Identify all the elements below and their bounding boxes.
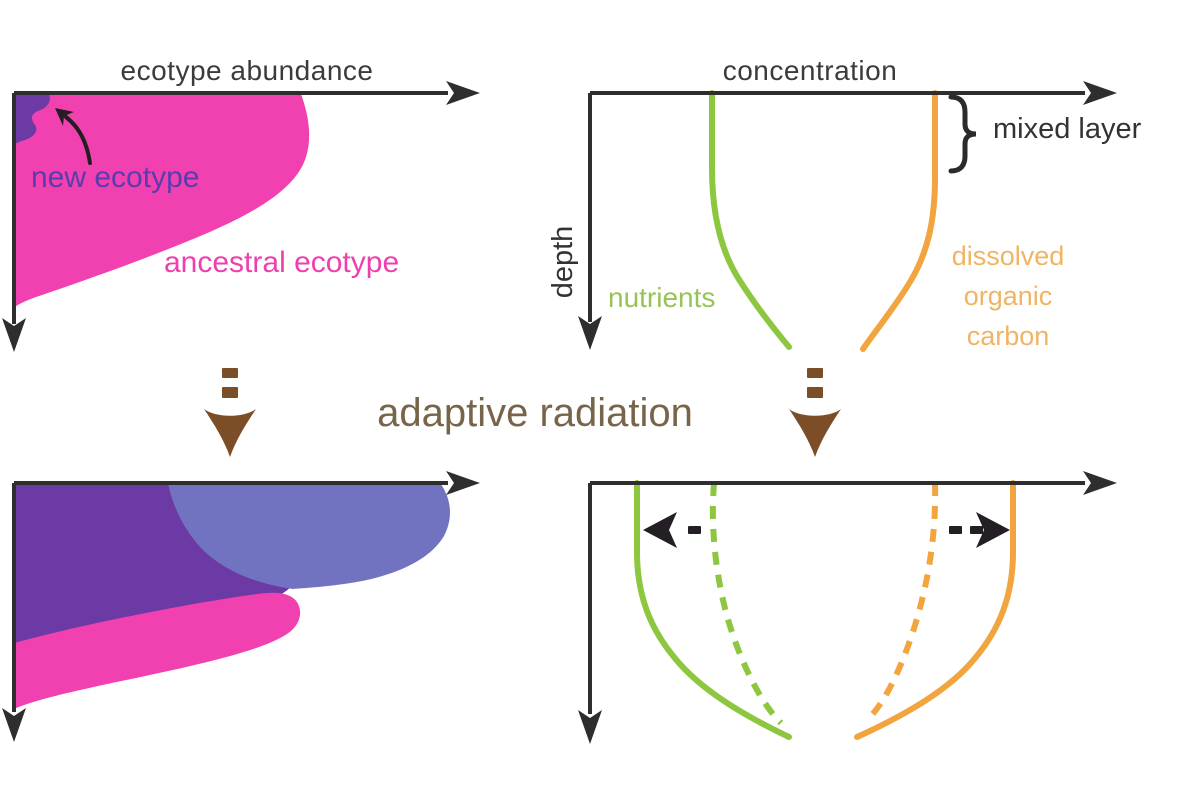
nutrients-label: nutrients (608, 282, 716, 313)
bottom-left-x-arrowhead (446, 471, 480, 495)
nutrients-curve-shifted (634, 480, 792, 740)
doc-label-line2: organic (963, 281, 1053, 311)
doc-curve (860, 90, 938, 352)
mixed-layer-label: mixed layer (993, 113, 1142, 145)
top-left-x-arrowhead (446, 81, 480, 105)
bottom-left-y-arrowhead (2, 708, 26, 742)
adaptive-radiation-arrow-right (789, 368, 841, 457)
bottom-right-x-arrowhead (1083, 471, 1117, 495)
top-right-x-axis-label: concentration (722, 55, 898, 86)
mixed-layer-brace (948, 94, 977, 174)
new-ecotype-blob-top (14, 94, 50, 144)
top-left-y-arrowhead (2, 318, 26, 352)
nutrients-curve (709, 90, 792, 350)
dissolved-organic-carbon-label: dissolved organic carbon (928, 236, 1088, 356)
new-ecotype-pointer-arrow (64, 115, 92, 165)
doc-curve-original-dashed (865, 482, 939, 722)
new-ecotype-pointer-arrowhead (55, 108, 74, 126)
adaptive-radiation-label: adaptive radiation (377, 391, 693, 435)
top-right-y-arrowhead (578, 316, 602, 350)
doc-label-line1: dissolved (951, 241, 1065, 271)
doc-shift-arrow-right (949, 512, 1010, 548)
depth-axis-label: depth (547, 225, 579, 299)
new-ecotype-label: new ecotype (31, 161, 200, 194)
top-left-x-axis-label: ecotype abundance (120, 55, 374, 86)
ancestral-ecotype-blob-bottom (14, 592, 301, 709)
adaptive-radiation-arrow-left (204, 368, 256, 457)
ancestral-ecotype-label: ancestral ecotype (164, 246, 400, 279)
doc-label-line3: carbon (966, 321, 1050, 351)
bottom-right-y-arrowhead (578, 710, 602, 744)
nutrient-shift-arrow-left (643, 512, 701, 548)
top-right-x-arrowhead (1083, 81, 1117, 105)
doc-curve-shifted (854, 480, 1016, 740)
nutrients-curve-original-dashed (709, 482, 784, 726)
new-ecotype-blob-bottom-blue (168, 483, 450, 589)
